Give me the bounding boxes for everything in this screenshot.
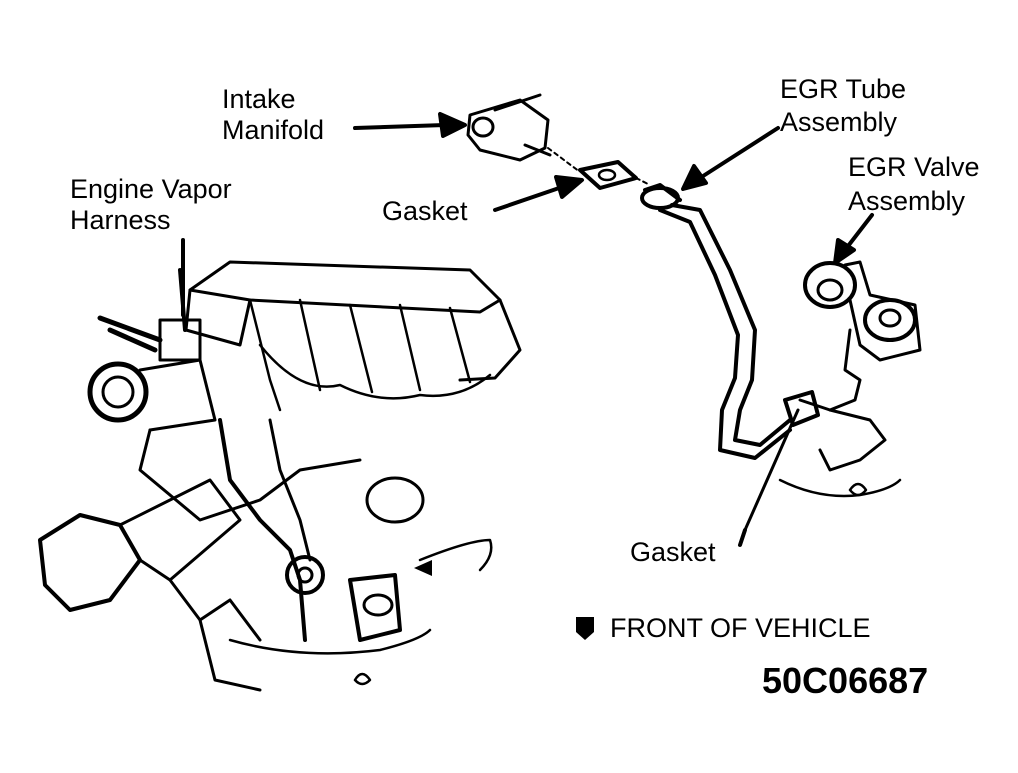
label-gasket-lower: Gasket <box>630 537 716 567</box>
engine-assembly <box>38 260 522 692</box>
label-egr-valve-line1: EGR Valve <box>848 152 980 182</box>
label-gasket-upper: Gasket <box>382 196 468 226</box>
intake-manifold-flange <box>466 93 552 162</box>
figure-code: 50C06687 <box>762 660 929 701</box>
lower-gasket <box>743 390 820 532</box>
label-egr-valve-line2: Assembly <box>848 186 966 216</box>
front-markers <box>414 560 594 640</box>
label-front-of-vehicle: FRONT OF VEHICLE <box>610 613 871 643</box>
upper-gasket <box>547 147 651 190</box>
egr-tube <box>640 183 792 460</box>
label-engine-vapor-line2: Harness <box>70 205 171 235</box>
egr-valve-assembly <box>778 260 922 498</box>
label-egr-tube-line2: Assembly <box>780 107 898 137</box>
label-egr-tube-line1: EGR Tube <box>780 74 907 104</box>
label-engine-vapor-line1: Engine Vapor <box>70 174 232 204</box>
leader-lines <box>181 112 874 547</box>
label-intake-line2: Manifold <box>222 115 325 145</box>
label-intake-line1: Intake <box>222 84 296 114</box>
